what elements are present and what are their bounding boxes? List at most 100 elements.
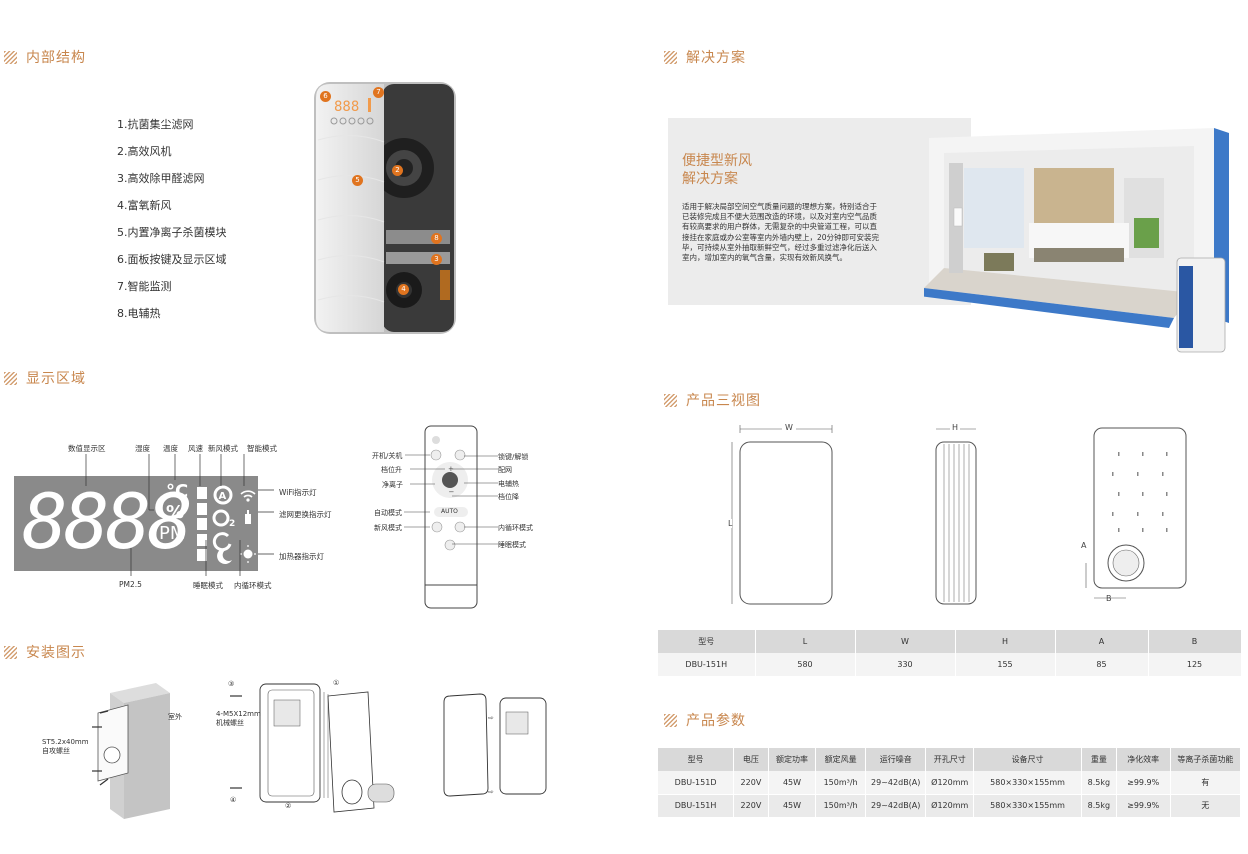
table-header: W bbox=[855, 630, 956, 653]
label-fresh-air: 新风模式 bbox=[208, 444, 238, 453]
table-cell: 45W bbox=[768, 771, 817, 795]
list-item: 2.高效风机 bbox=[117, 145, 172, 158]
callout-badge: 2 bbox=[392, 165, 403, 176]
remote-label: 开机/关机 bbox=[372, 452, 403, 460]
remote-auto-button: AUTO bbox=[441, 508, 458, 515]
wind-speed-bars bbox=[197, 487, 207, 561]
table-cell: 125 bbox=[1148, 653, 1242, 677]
table-cell: 220V bbox=[733, 771, 769, 795]
label-heater: 加热器指示灯 bbox=[279, 552, 324, 561]
svg-text:⇨: ⇨ bbox=[488, 788, 494, 796]
callout-badge: 3 bbox=[431, 254, 442, 265]
table-cell: 85 bbox=[1055, 653, 1149, 677]
table-row: DBU-151H 580 330 155 85 125 bbox=[658, 653, 1242, 677]
side-view-drawing bbox=[935, 428, 977, 605]
section-title-display: 显示区域 bbox=[4, 368, 86, 388]
temp-unit: °C bbox=[166, 481, 189, 502]
label-humidity: 湿度 bbox=[135, 444, 150, 453]
install-step-cover: ⇨ ⇨ bbox=[443, 693, 547, 797]
table-cell: ≥99.9% bbox=[1116, 794, 1171, 818]
front-view-drawing bbox=[731, 425, 833, 605]
label-wifi: WiFi指示灯 bbox=[279, 488, 317, 497]
screw2-spec: 4-M5X12mm bbox=[216, 710, 261, 718]
table-header: H bbox=[955, 630, 1056, 653]
table-cell: DBU-151D bbox=[658, 771, 735, 795]
table-header: B bbox=[1148, 630, 1242, 653]
step-marker: ④ bbox=[230, 796, 237, 804]
remote-control: + − bbox=[424, 425, 478, 609]
back-view-drawing bbox=[1085, 427, 1187, 599]
solution-title-line2: 解决方案 bbox=[682, 171, 738, 187]
svg-text:+: + bbox=[448, 465, 454, 473]
list-item: 3.高效除甲醛滤网 bbox=[117, 172, 205, 185]
table-cell: 29~42dB(A) bbox=[865, 794, 927, 818]
remote-label: 内循环模式 bbox=[498, 524, 533, 532]
table-header-row: 型号 电压 额定功率 额定风量 运行噪音 开孔尺寸 设备尺寸 重量 净化效率 等… bbox=[658, 748, 1242, 771]
list-item: 8.电辅热 bbox=[117, 307, 161, 320]
label-temperature: 温度 bbox=[163, 444, 178, 453]
remote-label: 自动模式 bbox=[374, 509, 402, 517]
parameters-table: 型号 电压 额定功率 额定风量 运行噪音 开孔尺寸 设备尺寸 重量 净化效率 等… bbox=[658, 748, 1242, 818]
table-cell: DBU-151H bbox=[658, 653, 756, 677]
label-filter: 滤网更换指示灯 bbox=[279, 510, 332, 519]
dim-h: H bbox=[950, 423, 961, 432]
svg-text:−: − bbox=[449, 488, 455, 496]
pm-text: PM bbox=[159, 523, 186, 544]
room-illustration bbox=[924, 128, 1229, 353]
display-leader-lines bbox=[85, 454, 274, 576]
table-header-row: 型号 L W H A B bbox=[658, 630, 1242, 653]
table-cell: 8.5kg bbox=[1081, 794, 1117, 818]
screw2-desc: 机械螺丝 bbox=[216, 719, 244, 727]
step-marker: ③ bbox=[228, 680, 235, 688]
table-row: DBU-151H 220V 45W 150m³/h 29~42dB(A) Ø12… bbox=[658, 794, 1242, 818]
remote-label: 锁键/解锁 bbox=[498, 453, 529, 461]
install-step-mount bbox=[230, 683, 395, 813]
table-header: A bbox=[1055, 630, 1149, 653]
table-cell: Ø120mm bbox=[925, 794, 975, 818]
table-header: 重量 bbox=[1081, 748, 1117, 771]
table-cell: 150m³/h bbox=[815, 794, 866, 818]
table-header: 净化效率 bbox=[1116, 748, 1171, 771]
svg-text:888: 888 bbox=[334, 99, 359, 115]
device-cutaway-illustration: 888 bbox=[314, 82, 456, 334]
step-marker: ② bbox=[285, 802, 292, 810]
structure-list: 1.抗菌集尘滤网 2.高效风机 3.高效除甲醛滤网 4.富氧新风 5.内置净离子… bbox=[117, 111, 227, 327]
table-header: 运行噪音 bbox=[865, 748, 927, 771]
callout-badge: 5 bbox=[352, 175, 363, 186]
table-cell: 45W bbox=[768, 794, 817, 818]
table-header: 设备尺寸 bbox=[973, 748, 1083, 771]
numeric-digits: 8888 bbox=[22, 477, 193, 566]
table-header: 型号 bbox=[658, 748, 735, 771]
table-cell: 无 bbox=[1170, 794, 1242, 818]
remote-label: 档位升 bbox=[381, 466, 402, 474]
callout-badge: 7 bbox=[373, 87, 384, 98]
dimensions-table: 型号 L W H A B DBU-151H 580 330 155 85 125 bbox=[658, 630, 1242, 677]
label-pm25: PM2.5 bbox=[119, 580, 142, 589]
callout-badge: 8 bbox=[431, 233, 442, 244]
table-cell: 有 bbox=[1170, 771, 1242, 795]
remote-leader-lines bbox=[404, 454, 498, 545]
mode-icons: A 2 bbox=[212, 485, 235, 564]
svg-text:⇨: ⇨ bbox=[488, 714, 494, 722]
screw1-desc: 自攻螺丝 bbox=[42, 747, 70, 755]
solution-card bbox=[668, 118, 971, 305]
list-item: 5.内置净离子杀菌模块 bbox=[117, 226, 227, 239]
label-inner-cycle: 内循环模式 bbox=[234, 581, 272, 590]
table-cell: 8.5kg bbox=[1081, 771, 1117, 795]
table-header: 开孔尺寸 bbox=[925, 748, 975, 771]
table-cell: 580×330×155mm bbox=[973, 771, 1083, 795]
table-cell: 155 bbox=[955, 653, 1056, 677]
table-cell: Ø120mm bbox=[925, 771, 975, 795]
section-title-install: 安装图示 bbox=[4, 642, 86, 662]
dim-a: A bbox=[1081, 541, 1087, 550]
dim-b: B bbox=[1106, 594, 1112, 603]
table-header: 额定功率 bbox=[768, 748, 817, 771]
callout-badge: 4 bbox=[398, 284, 409, 295]
hatch-icon bbox=[664, 393, 677, 407]
solution-title-line1: 便捷型新风 bbox=[682, 153, 752, 169]
table-cell: 150m³/h bbox=[815, 771, 866, 795]
remote-label: 睡眠模式 bbox=[498, 541, 526, 549]
list-item: 7.智能监测 bbox=[117, 280, 172, 293]
table-cell: 220V bbox=[733, 794, 769, 818]
table-cell: 580 bbox=[755, 653, 856, 677]
